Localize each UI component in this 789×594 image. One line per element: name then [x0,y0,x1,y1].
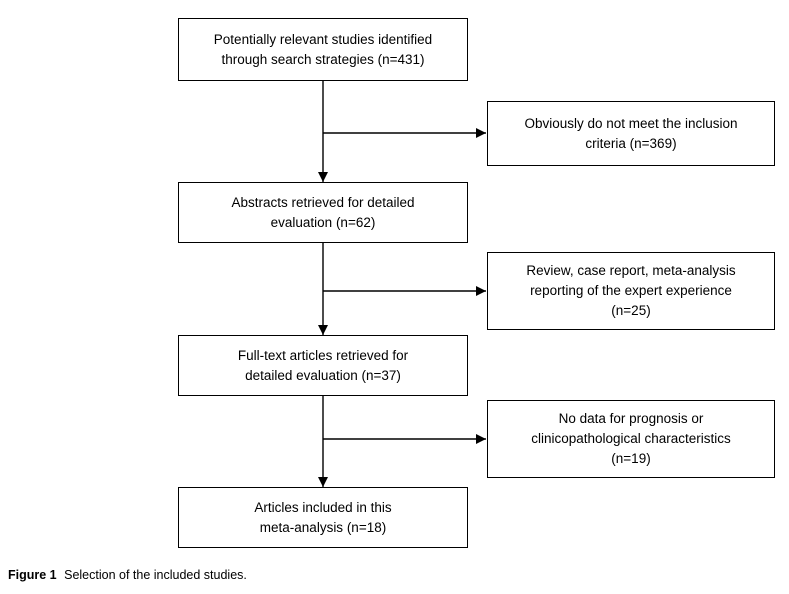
box-text-line: (n=19) [611,451,651,466]
box-text-line: meta-analysis (n=18) [259,519,387,535]
box-text-line: clinicopathological characteristics [531,431,731,446]
box-text-line: No data for prognosis or [558,411,704,426]
box-text-line: Potentially relevant studies identified [213,31,433,47]
flow-box-articles-included: Articles included in this meta-analysis … [178,487,468,548]
box-text-line: detailed evaluation (n=37) [245,367,401,383]
box-text-line: evaluation (n=62) [270,214,376,230]
flow-box-fulltext-retrieved: Full-text articles retrieved for detaile… [178,335,468,396]
flow-box-excluded-not-meeting-criteria: Obviously do not meet the inclusion crit… [487,101,775,166]
box-text-line: Abstracts retrieved for detailed [231,194,415,210]
figure-caption: Figure 1 Selection of the included studi… [8,568,247,583]
box-text-line: Full-text articles retrieved for [237,347,409,363]
figure-caption-text: Selection of the included studies. [64,568,247,582]
box-text-line: Articles included in this [254,499,392,515]
flow-box-excluded-no-prognosis-data: No data for prognosis or clinicopatholog… [487,400,775,478]
flow-box-excluded-review-case-report: Review, case report, meta-analysis repor… [487,252,775,330]
box-text-line: reporting of the expert experience [530,283,732,298]
flow-box-abstracts-retrieved: Abstracts retrieved for detailed evaluat… [178,182,468,243]
flow-box-identified-studies: Potentially relevant studies identified … [178,18,468,81]
box-text-line: criteria (n=369) [585,135,677,151]
figure-caption-label: Figure 1 [8,568,57,582]
box-text-line: Obviously do not meet the inclusion [524,115,738,131]
box-text-line: (n=25) [611,303,651,318]
box-text-line: through search strategies (n=431) [221,51,425,67]
box-text-line: Review, case report, meta-analysis [526,263,736,278]
